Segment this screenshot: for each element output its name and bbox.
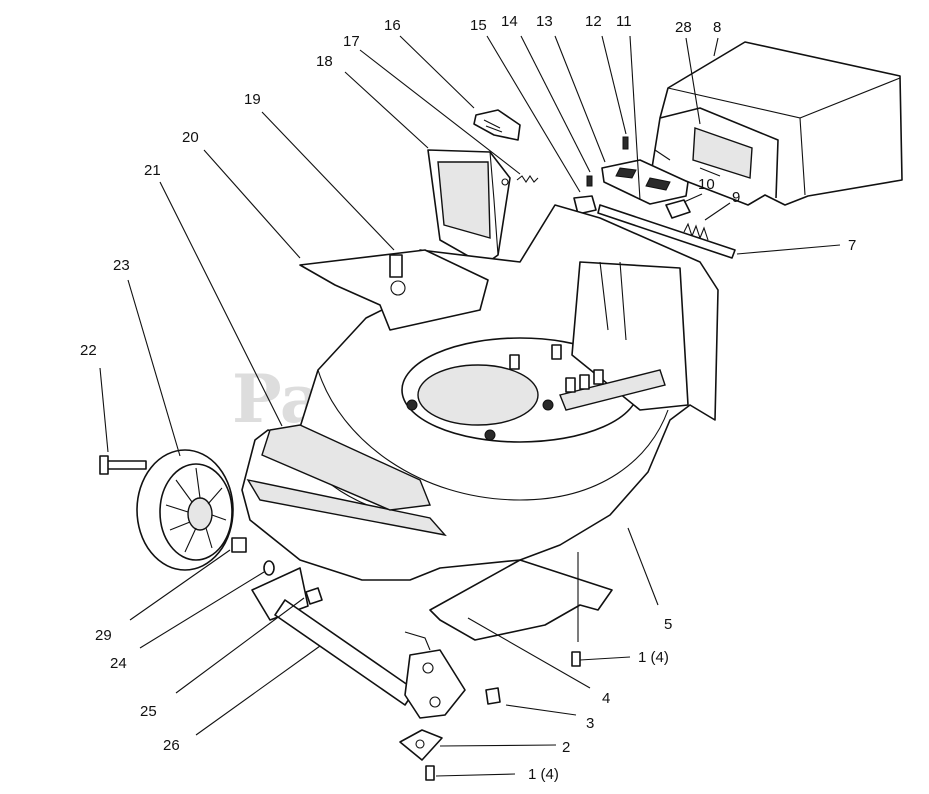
callout-1b: 1 (4) [528, 766, 559, 783]
callout-22: 22 [80, 342, 97, 359]
part-24-washer [263, 560, 275, 576]
callout-3: 3 [586, 715, 594, 732]
part-18-deflector-bracket [427, 149, 511, 266]
callout-5: 5 [664, 616, 672, 633]
part-1-screw-upper [571, 651, 581, 667]
part-13-latch [601, 159, 689, 205]
callout-12: 12 [585, 13, 602, 30]
callout-24: 24 [110, 655, 127, 672]
part-16-clip [473, 109, 521, 141]
callout-17: 17 [343, 33, 360, 50]
callout-10: 10 [698, 176, 715, 193]
part-10-cap [665, 199, 691, 219]
part-14-screw [586, 175, 593, 187]
callout-11: 11 [616, 13, 632, 30]
part-29-spacer [231, 537, 247, 553]
callout-1a: 1 (4) [638, 649, 669, 666]
part-1-screw-bottom [425, 765, 435, 781]
part-26-axle [251, 567, 466, 719]
callout-2: 2 [562, 739, 570, 756]
part-9-spring [683, 222, 709, 241]
callout-23: 23 [113, 257, 130, 274]
callout-19: 19 [244, 91, 261, 108]
callout-8: 8 [713, 19, 721, 36]
callout-25: 25 [140, 703, 157, 720]
part-8-rear-cover [651, 41, 903, 206]
part-15-bushing [573, 195, 597, 215]
part-5-deck [241, 204, 719, 581]
callout-14: 14 [501, 13, 518, 30]
part-23-wheel [136, 449, 234, 571]
part-22-wheel-bolt [99, 455, 147, 475]
leader-lines [99, 35, 841, 777]
callout-16: 16 [384, 17, 401, 34]
part-4-baffle [404, 559, 613, 651]
callout-29: 29 [95, 627, 112, 644]
callout-20: 20 [182, 129, 199, 146]
callout-18: 18 [316, 53, 333, 70]
part-17-spring [516, 175, 539, 183]
part-12-screw [622, 136, 629, 150]
part-2-bracket [399, 729, 443, 761]
part-3-nut [485, 687, 501, 705]
callout-21: 21 [144, 162, 161, 179]
part-25-nut [305, 587, 323, 605]
callout-7: 7 [848, 237, 856, 254]
callout-26: 26 [163, 737, 180, 754]
callout-9: 9 [732, 189, 740, 206]
part-21-front-plate [261, 424, 431, 511]
part-7-rod [597, 204, 736, 259]
callout-15: 15 [470, 17, 487, 34]
callout-4: 4 [602, 690, 610, 707]
part-19-bolt [389, 254, 403, 278]
part-20-plate [299, 249, 489, 331]
callout-13: 13 [536, 13, 553, 30]
callout-labels: 22 23 21 20 19 18 17 16 15 14 13 12 11 2… [80, 13, 856, 783]
callout-28: 28 [675, 19, 692, 36]
